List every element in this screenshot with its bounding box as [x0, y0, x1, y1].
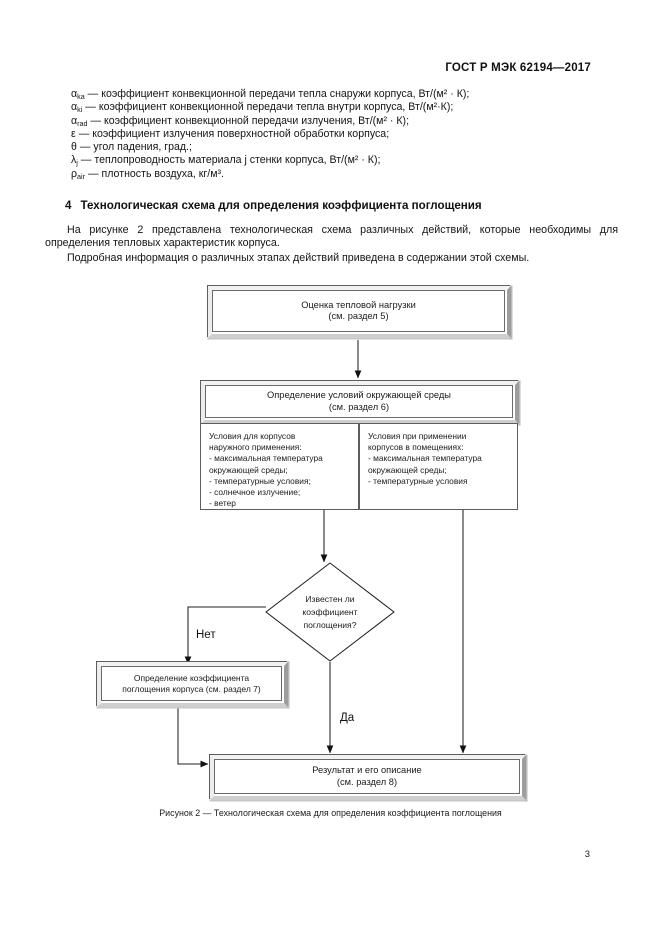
symbol-alpha-ka: αka — [71, 88, 85, 101]
definition-item: ε — коэффициент излучения поверхностной … — [71, 128, 591, 141]
definition-text: — теплопроводность материала j стенки ко… — [80, 154, 381, 167]
flow-node-result[interactable]: Результат и его описание (см. раздел 8) — [209, 754, 526, 800]
symbol-lambda-j: λj — [71, 154, 78, 168]
definition-text: — плотность воздуха, кг/м³. — [87, 167, 224, 180]
box-inner: Результат и его описание (см. раздел 8) — [214, 759, 520, 794]
flow-node-label: Определение условий окружающей среды (см… — [261, 390, 457, 413]
symbol-epsilon: ε — [71, 127, 76, 140]
label-line-2: поглощения корпуса (см. раздел 7) — [122, 683, 261, 694]
definition-text: — коэффициент конвекционной передачи теп… — [85, 101, 454, 114]
label-line-2: (см. раздел 5) — [328, 311, 389, 321]
flow-node-ambient-conditions[interactable]: Определение условий окружающей среды (см… — [200, 380, 519, 424]
definition-text: — коэффициент конвекционной передачи изл… — [90, 114, 410, 127]
outdoor-conditions-text: Условия для корпусов наружного применени… — [209, 431, 323, 509]
flow-node-decision[interactable]: Известен ли коэффициент поглощения? — [265, 562, 395, 662]
definition-item: ρair — плотность воздуха, кг/м³. — [71, 168, 591, 181]
decision-label: Известен ли коэффициент поглощения? — [265, 562, 395, 662]
label-line-2: (см. раздел 6) — [328, 401, 390, 412]
page-header-standard-number: ГОСТ Р МЭК 62194—2017 — [445, 62, 591, 74]
label-line-3: поглощения? — [303, 619, 357, 630]
figure-caption: Рисунок 2 — Технологическая схема для оп… — [159, 808, 502, 818]
section-heading: 4 Технологическая схема для определения к… — [65, 199, 482, 212]
flow-node-label: Определение коэффициента поглощения корп… — [116, 673, 266, 694]
symbol-rho-air: ρair — [71, 167, 86, 181]
flow-node-absorption-coefficient[interactable]: Определение коэффициента поглощения корп… — [96, 661, 288, 707]
edge-label-no: Нет — [196, 629, 216, 641]
definition-item: θ — угол падения, град.; — [71, 141, 591, 154]
label-line-1: Известен ли — [305, 593, 355, 604]
definition-text: — коэффициент конвекционной передачи теп… — [87, 88, 470, 100]
section-number: 4 — [65, 199, 72, 212]
section-paragraph-2: Подробная информация о различных этапах … — [67, 252, 530, 264]
label-line-1: Результат и его описание — [312, 765, 422, 776]
flow-node-label: Результат и его описание (см. раздел 8) — [306, 765, 427, 788]
flowchart-connectors — [177, 340, 467, 768]
arrow-absorption-to-result — [177, 706, 209, 768]
section-paragraph-1: На рисунке 2 представлена технологическа… — [45, 224, 618, 250]
symbol-alpha-rad: αrad — [71, 114, 88, 128]
edge-label-yes: Да — [340, 712, 355, 724]
definition-text: — угол падения, град.; — [79, 141, 192, 154]
box-inner: Определение условий окружающей среды (см… — [205, 385, 513, 418]
arrow-decision-no-to-absorption — [184, 606, 266, 665]
symbol-theta: θ — [71, 141, 77, 154]
box-inner: Оценка тепловой нагрузки (см. раздел 5) — [212, 290, 505, 332]
flow-node-heat-load[interactable]: Оценка тепловой нагрузки (см. раздел 5) — [207, 285, 511, 338]
label-line-1: Определение условий окружающей среды — [267, 390, 451, 401]
indoor-conditions-text: Условия при применении корпусов в помеще… — [368, 431, 482, 486]
definition-text: — коэффициент излучения поверхностной об… — [78, 127, 390, 140]
page-number: 3 — [584, 848, 590, 859]
label-line-1: Оценка тепловой нагрузки — [301, 299, 416, 310]
definition-item: αka — коэффициент конвекционной передачи… — [71, 88, 591, 101]
section-title: Технологическая схема для определения ко… — [80, 199, 482, 212]
label-line-2: коэффициент — [302, 606, 358, 617]
flow-node-indoor-conditions[interactable]: Условия при применении корпусов в помеще… — [359, 423, 518, 510]
label-line-2: (см. раздел 8) — [336, 776, 398, 787]
box-inner: Определение коэффициента поглощения корп… — [101, 666, 282, 701]
definition-item: λj — теплопроводность материала j стенки… — [71, 154, 591, 167]
diamond-shape — [265, 562, 395, 662]
flow-node-outdoor-conditions[interactable]: Условия для корпусов наружного применени… — [200, 423, 359, 510]
flowchart-figure: Оценка тепловой нагрузки (см. раздел 5) … — [0, 272, 661, 812]
symbol-alpha-ki: αki — [71, 101, 83, 115]
definition-item: αki — коэффициент конвекционной передачи… — [71, 101, 591, 114]
label-line-1: Определение коэффициента — [133, 672, 250, 683]
definition-item: αrad — коэффициент конвекционной передач… — [71, 115, 591, 128]
flow-node-label: Оценка тепловой нагрузки (см. раздел 5) — [295, 300, 422, 323]
symbol-definition-list: αka — коэффициент конвекционной передачи… — [71, 88, 591, 181]
